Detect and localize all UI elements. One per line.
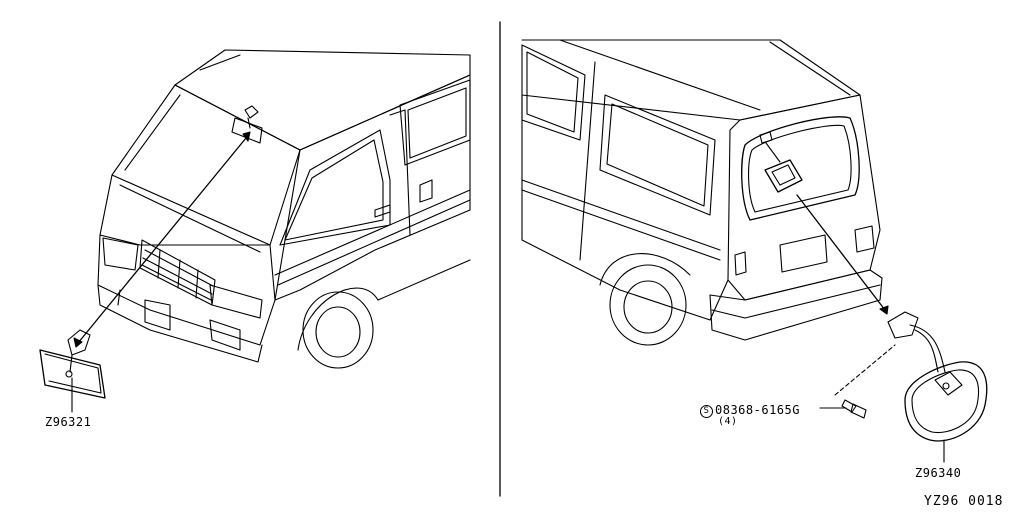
screw-part-number: 08368-6165G — [715, 403, 800, 417]
front-van-drawing — [97, 49, 471, 369]
part-label-rear-mirror: Z96340 — [915, 466, 962, 480]
rear-mirror-drawing — [887, 311, 988, 442]
rear-arrow — [796, 194, 889, 315]
figure-code: YZ96 0018 — [924, 494, 1004, 509]
front-mirror-drawing — [39, 329, 106, 399]
screw-symbol: S — [700, 405, 713, 418]
part-label-front-mirror: Z96321 — [45, 415, 92, 429]
screw-drawing — [819, 344, 896, 419]
screw-quantity: (4) — [718, 416, 738, 427]
rear-van-drawing — [521, 39, 883, 346]
front-arrow — [73, 131, 251, 348]
